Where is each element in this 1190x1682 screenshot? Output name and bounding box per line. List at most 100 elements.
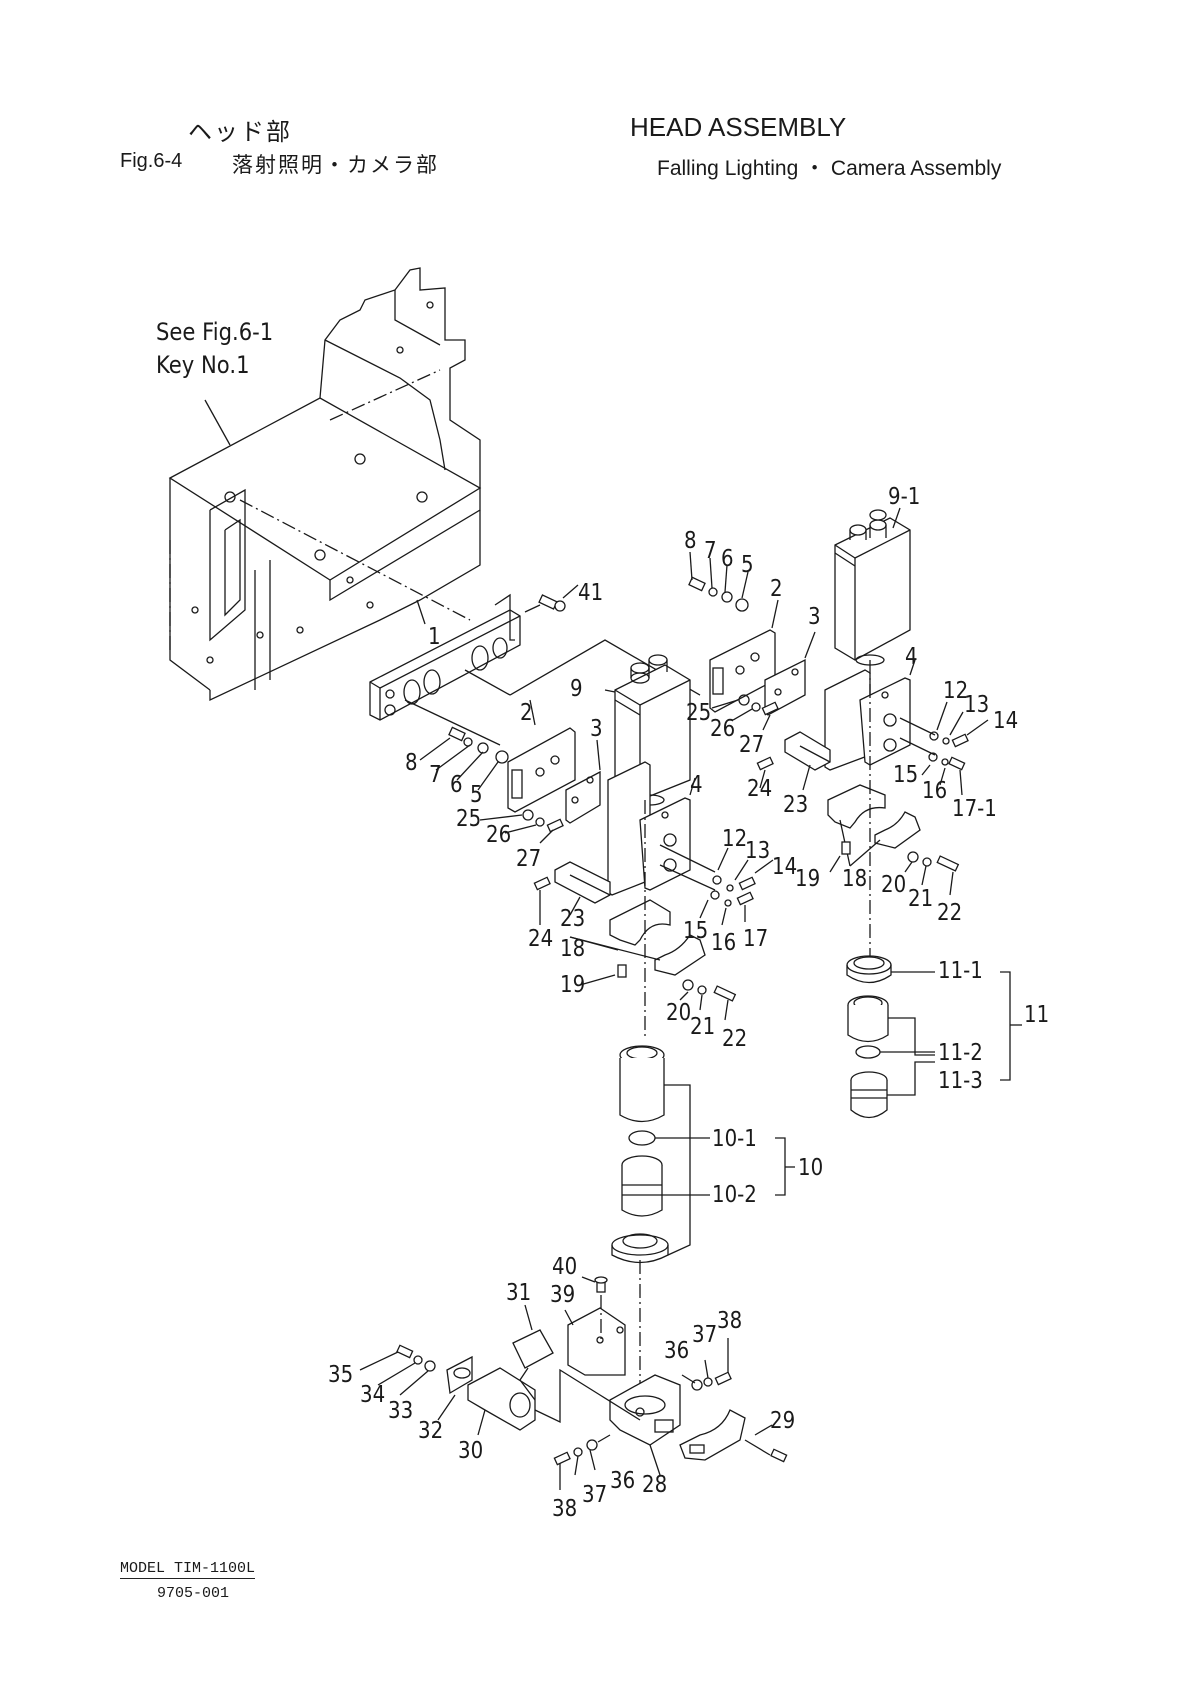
- callout-17-1: 17-1: [952, 796, 997, 822]
- callout-10: 10: [798, 1155, 824, 1181]
- callout-22: 22: [722, 1026, 748, 1052]
- callout-4: 4: [690, 772, 703, 798]
- title-english: HEAD ASSEMBLY: [630, 112, 847, 142]
- callout-12: 12: [722, 826, 748, 852]
- callout-21: 21: [908, 886, 934, 912]
- callout-37: 37: [582, 1482, 608, 1508]
- callout-26: 26: [486, 822, 512, 848]
- callout-37: 37: [692, 1322, 718, 1348]
- callout-36: 36: [610, 1468, 636, 1494]
- callout-16: 16: [711, 930, 737, 956]
- callout-31: 31: [506, 1280, 532, 1306]
- callout-11: 11: [1024, 1002, 1050, 1028]
- callout-15: 15: [893, 762, 919, 788]
- callout-38: 38: [552, 1496, 578, 1522]
- callout-30: 30: [458, 1438, 484, 1464]
- part-light-housing-30: [467, 1367, 641, 1436]
- callout-14: 14: [772, 854, 798, 880]
- callout-17: 17: [743, 926, 769, 952]
- callout-20: 20: [666, 1000, 692, 1026]
- callout-8: 8: [405, 750, 418, 776]
- part-camera-9-1: [834, 507, 911, 666]
- fasteners-bottom: [359, 1338, 732, 1490]
- part-cover-39: [564, 1276, 626, 1376]
- callout-27: 27: [516, 846, 542, 872]
- callout-10-2: 10-2: [712, 1182, 757, 1208]
- callout-18: 18: [842, 866, 868, 892]
- callout-38: 38: [717, 1308, 743, 1334]
- callout-36: 36: [664, 1338, 690, 1364]
- callout-14: 14: [993, 708, 1019, 734]
- part-clamp-18-right: [827, 784, 921, 867]
- callout-5: 5: [470, 782, 483, 808]
- callout-35: 35: [328, 1362, 354, 1388]
- part-lamp-32: [437, 1355, 473, 1421]
- callout-21: 21: [690, 1014, 716, 1040]
- callout-11-1: 11-1: [938, 958, 983, 984]
- callout-25: 25: [456, 806, 482, 832]
- part-bar-23-right: [784, 731, 831, 791]
- part-bracket-2-left: [507, 699, 576, 813]
- callout-1: 1: [428, 624, 441, 650]
- callout-34: 34: [360, 1382, 386, 1408]
- callout-33: 33: [388, 1398, 414, 1424]
- callout-15: 15: [683, 918, 709, 944]
- part-lens-11-set: [846, 955, 1022, 1119]
- callout-4: 4: [905, 644, 918, 670]
- document-number: 9705-001: [157, 1585, 230, 1602]
- callout-19: 19: [560, 972, 586, 998]
- part-lens-10-set: [611, 1045, 795, 1264]
- callout-11-2: 11-2: [938, 1040, 983, 1066]
- callout-23: 23: [783, 792, 809, 818]
- fasteners-left: [419, 726, 774, 1021]
- callout-24: 24: [747, 776, 773, 802]
- part-clamp-29: [679, 1409, 788, 1463]
- callout-24: 24: [528, 926, 554, 952]
- title-japanese: ヘッド部: [188, 118, 292, 146]
- callout-3: 3: [590, 716, 603, 742]
- part-camera-holder-4-right: [824, 659, 936, 771]
- callout-39: 39: [550, 1282, 576, 1308]
- callout-2: 2: [770, 576, 783, 602]
- callout-7: 7: [704, 538, 717, 564]
- callout-13: 13: [964, 692, 990, 718]
- reference-note-line2: Key No.1: [156, 351, 250, 379]
- callout-6: 6: [721, 546, 734, 572]
- callout-27: 27: [739, 732, 765, 758]
- subtitle-japanese: 落射照明・カメラ部: [232, 153, 439, 177]
- fasteners-right: [688, 551, 989, 896]
- callout-2: 2: [520, 700, 533, 726]
- callout-8: 8: [684, 528, 697, 554]
- callout-19: 19: [795, 866, 821, 892]
- subtitle-english: Falling Lighting ・ Camera Assembly: [657, 157, 1002, 180]
- callout-40: 40: [552, 1254, 578, 1280]
- callout-18: 18: [560, 936, 586, 962]
- callout-11-3: 11-3: [938, 1068, 983, 1094]
- part-bar-23-left: [554, 861, 611, 916]
- callout-6: 6: [450, 772, 463, 798]
- figure-number: Fig.6-4: [120, 150, 183, 172]
- callout-32: 32: [418, 1418, 444, 1444]
- callout-41: 41: [578, 580, 604, 606]
- callout-16: 16: [922, 778, 948, 804]
- callout-9-1: 9-1: [888, 484, 921, 510]
- callout-13: 13: [745, 838, 771, 864]
- head-frame-body: [168, 267, 482, 702]
- reference-note: See Fig.6-1 Key No.1: [156, 316, 273, 382]
- part-base-28: [609, 1374, 681, 1476]
- callout-20: 20: [881, 872, 907, 898]
- callout-28: 28: [642, 1472, 668, 1498]
- callout-7: 7: [429, 762, 442, 788]
- callout-3: 3: [808, 604, 821, 630]
- callout-22: 22: [937, 900, 963, 926]
- callout-12: 12: [943, 678, 969, 704]
- callout-26: 26: [710, 716, 736, 742]
- part-screw-41: [538, 584, 579, 612]
- model-label: MODEL TIM-1100L: [120, 1560, 256, 1579]
- part-plate-1: [369, 593, 701, 746]
- callout-25: 25: [686, 700, 712, 726]
- callout-9: 9: [570, 676, 583, 702]
- callout-5: 5: [741, 552, 754, 578]
- part-plate-3-left: [565, 739, 601, 824]
